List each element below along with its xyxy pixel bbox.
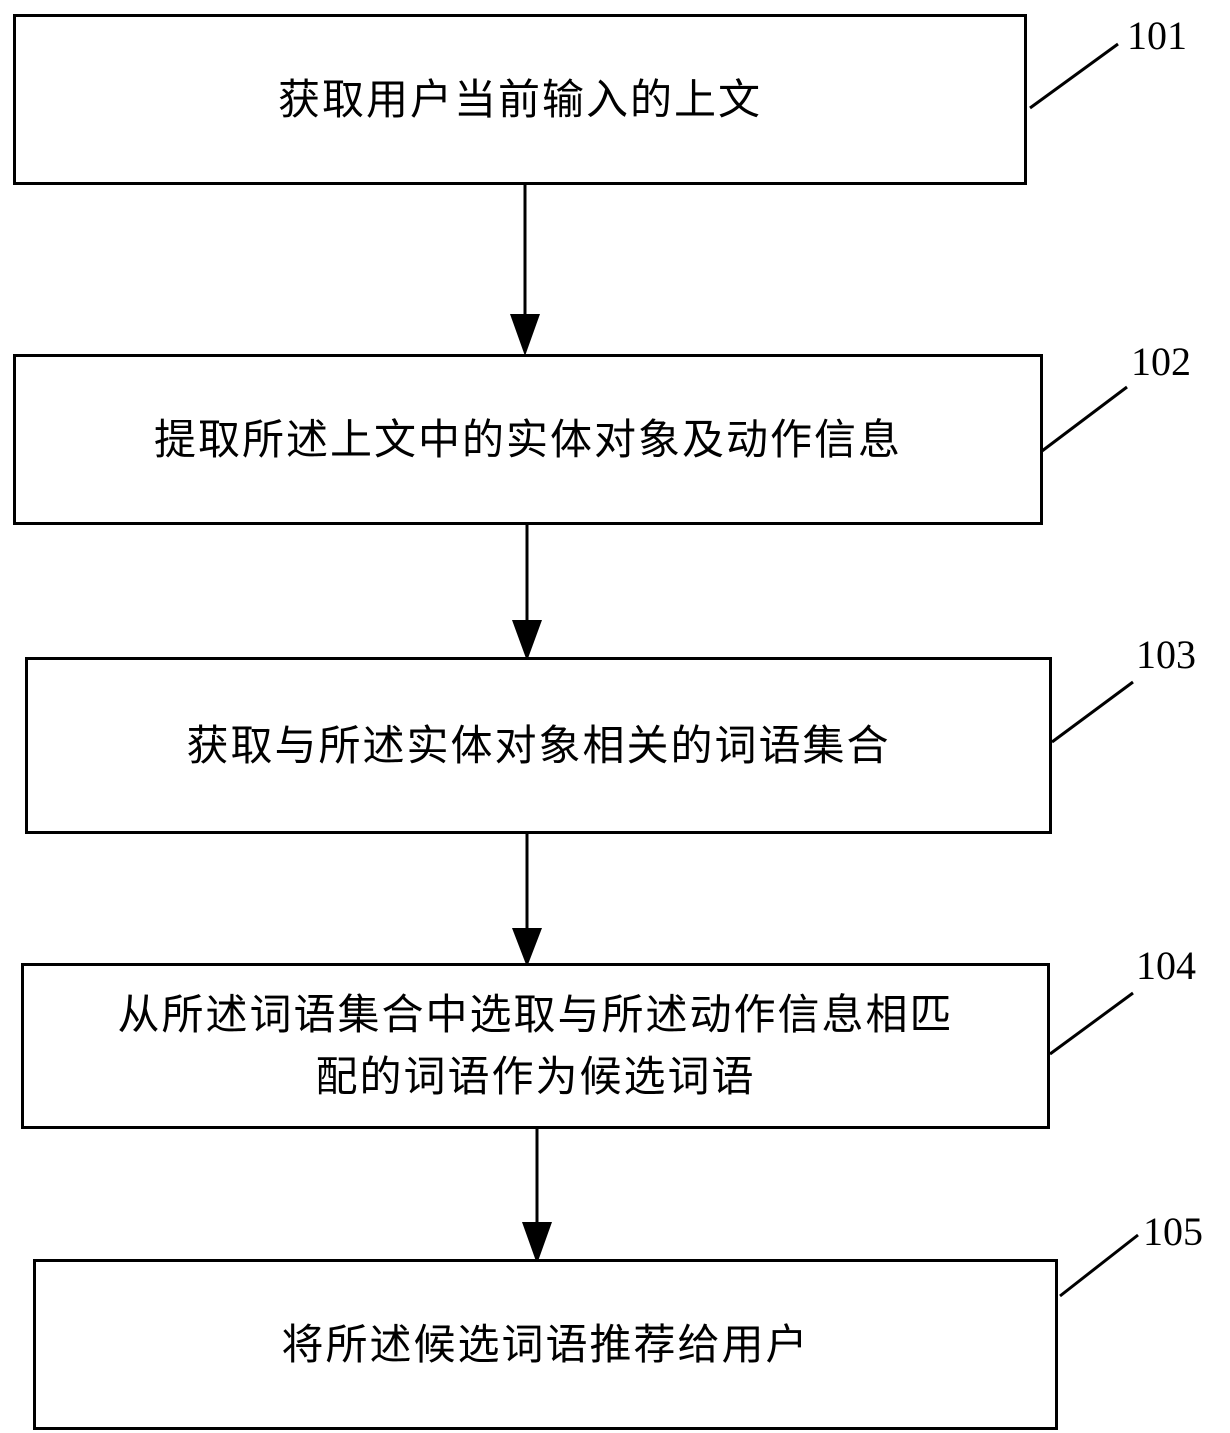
leader-line-105 — [1059, 1233, 1139, 1298]
step-text-101: 获取用户当前输入的上文 — [277, 74, 762, 124]
step-box-104: 从所述词语集合中选取与所述动作信息相匹 配的词语作为候选词语 — [21, 963, 1050, 1129]
step-number-101: 101 — [1127, 13, 1187, 58]
step-number-103: 103 — [1136, 632, 1196, 677]
leader-line-103 — [1051, 680, 1134, 744]
arrow-102-to-103 — [512, 525, 542, 661]
arrow-101-to-102 — [510, 185, 540, 356]
step-box-105: 将所述候选词语推荐给用户 — [33, 1259, 1058, 1430]
arrow-104-to-105 — [522, 1129, 552, 1264]
step-text-102: 提取所述上文中的实体对象及动作信息 — [153, 414, 902, 464]
step-box-101: 获取用户当前输入的上文 — [13, 14, 1027, 185]
step-text-104: 从所述词语集合中选取与所述动作信息相匹 配的词语作为候选词语 — [117, 990, 954, 1101]
step-box-102: 提取所述上文中的实体对象及动作信息 — [13, 354, 1043, 525]
arrow-103-to-104 — [512, 834, 542, 967]
leader-line-104 — [1049, 991, 1134, 1056]
step-number-102: 102 — [1131, 339, 1191, 384]
step-number-105: 105 — [1143, 1209, 1203, 1254]
step-number-104: 104 — [1136, 943, 1196, 988]
step-text-103: 获取与所述实体对象相关的词语集合 — [186, 720, 891, 770]
leader-line-101 — [1029, 42, 1119, 110]
step-box-103: 获取与所述实体对象相关的词语集合 — [25, 657, 1052, 834]
leader-line-102 — [1041, 385, 1128, 453]
step-text-105: 将所述候选词语推荐给用户 — [281, 1319, 810, 1369]
